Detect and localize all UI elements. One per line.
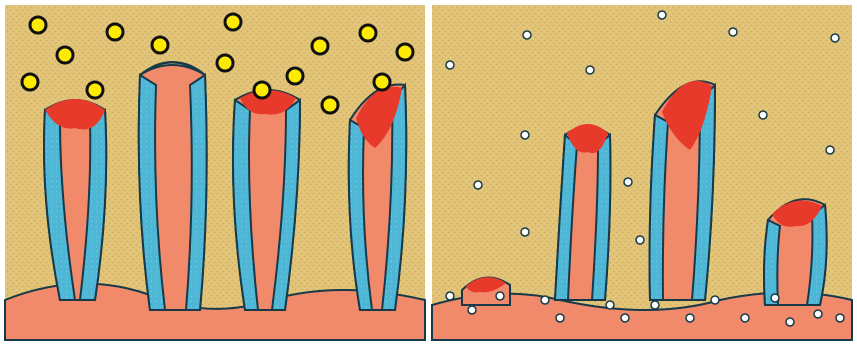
white-particle <box>523 31 531 39</box>
white-particle <box>541 296 549 304</box>
yellow-particle <box>254 82 270 98</box>
yellow-particle <box>374 74 390 90</box>
left-panel <box>5 5 425 340</box>
white-particle <box>836 314 844 322</box>
left-villus-4 <box>349 84 407 310</box>
white-particle <box>771 294 779 302</box>
yellow-particle <box>217 55 233 71</box>
yellow-particle <box>312 38 328 54</box>
white-particle <box>606 301 614 309</box>
white-particle <box>556 314 564 322</box>
yellow-particle <box>225 14 241 30</box>
white-particle <box>831 34 839 42</box>
white-particle <box>814 310 822 318</box>
white-particle <box>741 314 749 322</box>
white-particle <box>521 228 529 236</box>
white-particle <box>729 28 737 36</box>
yellow-particle <box>397 44 413 60</box>
yellow-particle <box>322 97 338 113</box>
right-villus-c <box>764 199 827 305</box>
white-particle <box>586 66 594 74</box>
white-particle <box>651 301 659 309</box>
yellow-particle <box>152 37 168 53</box>
white-particle <box>786 318 794 326</box>
white-particle <box>624 178 632 186</box>
white-particle <box>686 314 694 322</box>
yellow-particle <box>107 24 123 40</box>
left-villus-2 <box>139 62 207 310</box>
white-particle <box>474 181 482 189</box>
white-particle <box>446 292 454 300</box>
left-villus-3 <box>233 90 300 310</box>
right-villus-a <box>555 124 610 300</box>
white-particle <box>521 131 529 139</box>
yellow-particle <box>287 68 303 84</box>
yellow-particle <box>87 82 103 98</box>
white-particle <box>621 314 629 322</box>
white-particle <box>446 61 454 69</box>
yellow-particle <box>30 17 46 33</box>
white-particle <box>468 306 476 314</box>
yellow-particle <box>57 47 73 63</box>
yellow-particle <box>360 25 376 41</box>
white-particle <box>658 11 666 19</box>
right-villus-b <box>650 81 715 300</box>
yellow-particle <box>22 74 38 90</box>
white-particle <box>826 146 834 154</box>
white-particle <box>759 111 767 119</box>
white-particle <box>711 296 719 304</box>
white-particle <box>636 236 644 244</box>
white-particle <box>496 292 504 300</box>
right-panel <box>432 5 852 340</box>
